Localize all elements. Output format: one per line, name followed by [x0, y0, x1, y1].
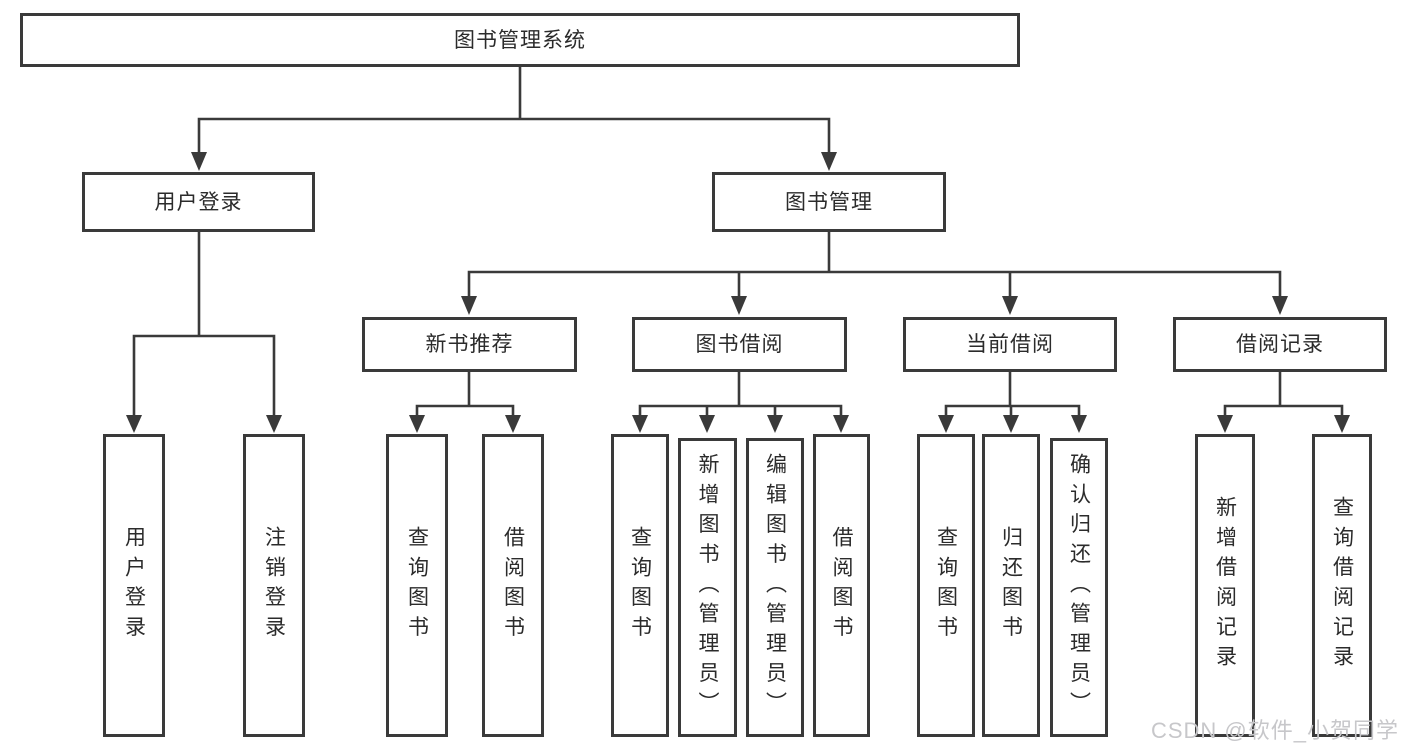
node-book-mgmt: 图书管理	[712, 172, 946, 232]
leaf-logout-label: 注销登录	[262, 525, 286, 646]
node-new-book-rec-label: 新书推荐	[425, 333, 514, 356]
leaf-query-book-1: 查询图书	[386, 434, 448, 737]
connector-book-borrow-to-leaves	[632, 370, 849, 433]
leaf-add-record-label: 新增借阅记录	[1213, 496, 1237, 675]
leaf-query-record-label: 查询借阅记录	[1330, 496, 1354, 675]
leaf-borrow-book-1-label: 借阅图书	[501, 525, 525, 646]
leaf-query-book-3: 查询图书	[917, 434, 975, 737]
leaf-borrow-book-2: 借阅图书	[813, 434, 870, 737]
leaf-query-book-2: 查询图书	[611, 434, 669, 737]
node-user-login: 用户登录	[82, 172, 315, 232]
leaf-query-record: 查询借阅记录	[1312, 434, 1372, 737]
node-borrow-records: 借阅记录	[1173, 317, 1387, 372]
leaf-return-book: 归还图书	[982, 434, 1040, 737]
leaf-query-book-3-label: 查询图书	[934, 525, 958, 646]
csdn-watermark: CSDN @软件_小贺同学	[1150, 718, 1399, 743]
node-book-borrow: 图书借阅	[632, 317, 847, 372]
leaf-confirm-return: 确认归还（管理员）	[1050, 438, 1108, 737]
node-root: 图书管理系统	[20, 13, 1020, 67]
leaf-add-book: 新增图书（管理员）	[678, 438, 737, 737]
leaf-borrow-book-2-label: 借阅图书	[830, 525, 853, 646]
node-root-label: 图书管理系统	[454, 28, 586, 52]
connector-borrow-records-to-leaves	[1217, 370, 1350, 433]
connector-current-borrow-to-leaves	[938, 370, 1087, 433]
leaf-edit-book: 编辑图书（管理员）	[746, 438, 804, 737]
leaf-query-book-2-label: 查询图书	[628, 525, 652, 646]
connector-new-book-rec-to-leaves	[409, 370, 521, 433]
leaf-add-record: 新增借阅记录	[1195, 434, 1255, 737]
leaf-user-login: 用户登录	[103, 434, 165, 737]
connector-root-to-level2	[191, 65, 837, 171]
node-current-borrow: 当前借阅	[903, 317, 1117, 372]
leaf-borrow-book-1: 借阅图书	[482, 434, 544, 737]
connector-book-mgmt-to-level3	[461, 230, 1288, 315]
node-borrow-records-label: 借阅记录	[1236, 333, 1324, 356]
node-book-mgmt-label: 图书管理	[785, 190, 873, 214]
node-user-login-label: 用户登录	[154, 190, 243, 214]
leaf-add-book-label: 新增图书（管理员）	[696, 453, 719, 722]
leaf-return-book-label: 归还图书	[999, 525, 1023, 646]
node-new-book-rec: 新书推荐	[362, 317, 577, 372]
node-current-borrow-label: 当前借阅	[966, 333, 1054, 356]
leaf-logout: 注销登录	[243, 434, 305, 737]
connector-user-login-to-leaves	[126, 230, 282, 433]
leaf-user-login-label: 用户登录	[122, 525, 146, 646]
leaf-query-book-1-label: 查询图书	[405, 525, 429, 646]
node-book-borrow-label: 图书借阅	[695, 333, 784, 356]
leaf-edit-book-label: 编辑图书（管理员）	[763, 453, 787, 722]
leaf-confirm-return-label: 确认归还（管理员）	[1067, 453, 1091, 722]
